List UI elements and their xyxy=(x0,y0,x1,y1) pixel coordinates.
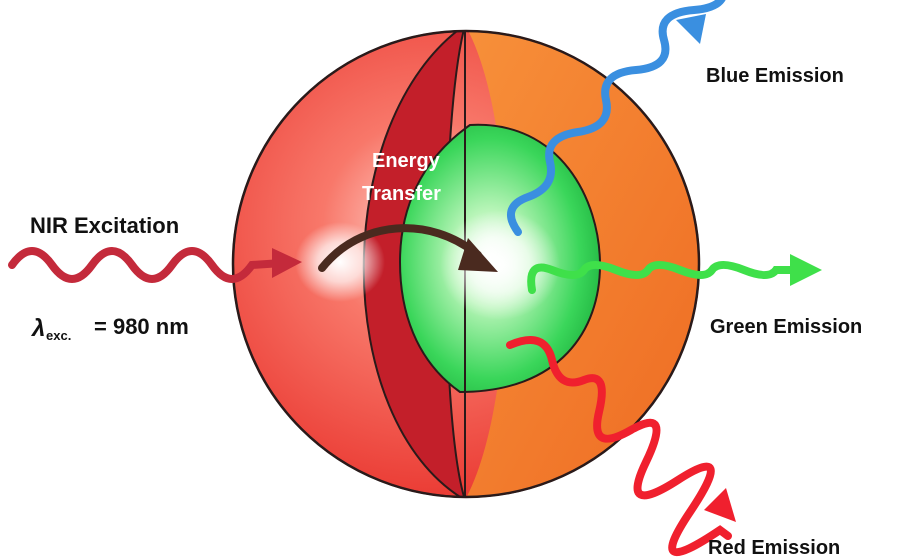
excitation-wavelength-label: λ exc. = 980 nm xyxy=(30,314,189,343)
nir-excitation-label: NIR Excitation xyxy=(30,213,179,238)
excitation-arrowhead xyxy=(272,248,302,278)
wavelength-value: = 980 nm xyxy=(94,314,189,339)
green-emission-label: Green Emission xyxy=(710,316,862,338)
red-emission-label: Red Emission xyxy=(708,537,840,559)
blue-arrowhead xyxy=(676,14,706,44)
lambda-subscript: exc. xyxy=(46,328,71,343)
red-emission-wave xyxy=(506,336,736,557)
green-emission-wave xyxy=(527,254,822,294)
lambda-symbol: λ xyxy=(30,315,45,342)
nir-excitation-wave xyxy=(8,247,302,283)
green-arrowhead xyxy=(790,254,822,286)
blue-emission-wave xyxy=(506,0,726,236)
blue-emission-label: Blue Emission xyxy=(706,65,844,87)
excitation-glow xyxy=(295,222,385,302)
energy-transfer-arrow xyxy=(318,224,498,272)
energy-transfer-label-line1: Energy xyxy=(372,150,441,172)
energy-transfer-label-line2: Transfer xyxy=(362,183,441,205)
red-arrowhead xyxy=(704,488,736,522)
